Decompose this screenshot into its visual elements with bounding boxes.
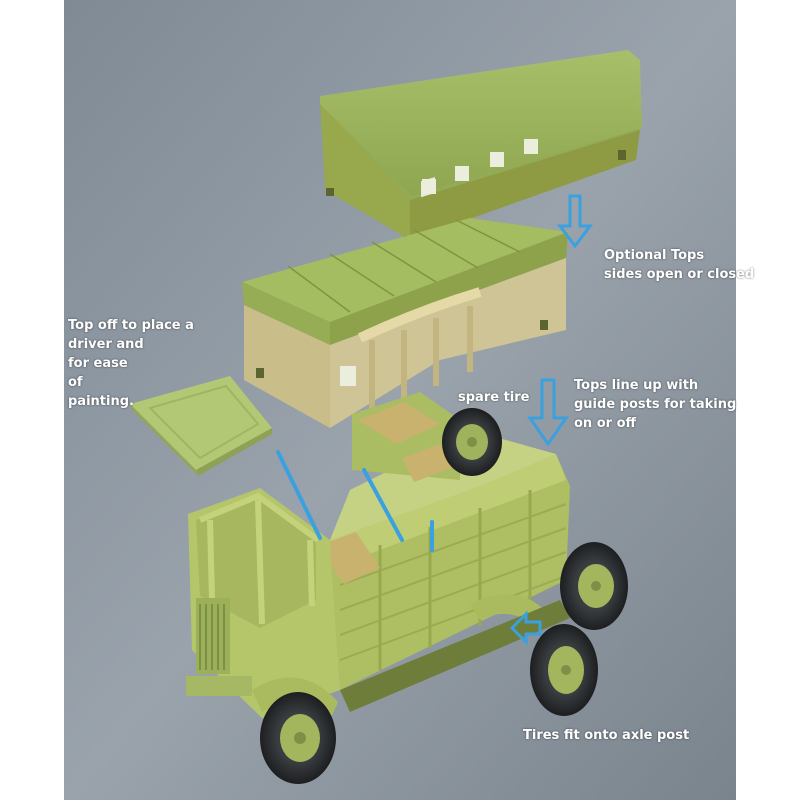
- guide-lines: [276, 450, 434, 552]
- label-top-off: Top off to place a driver and for ease o…: [68, 318, 194, 409]
- label-tops-line-up: Tops line up with guide posts for taking…: [574, 378, 737, 431]
- optional-top-closed: [320, 50, 642, 244]
- front-wheel: [260, 692, 336, 784]
- optional-top-open: [242, 218, 568, 428]
- arrow-down-tops-line-up: [527, 378, 569, 447]
- label-tires-fit: Tires fit onto axle post: [523, 728, 690, 743]
- arrow-left-axle: [509, 610, 542, 646]
- arrow-down-optional-tops: [557, 194, 593, 249]
- label-spare-tire: spare tire: [458, 390, 530, 405]
- truck-body: [186, 392, 570, 720]
- spare-tire: [442, 408, 502, 476]
- cab-roof-panel: [130, 376, 272, 476]
- label-optional-tops: Optional Tops sides open or closed: [604, 248, 755, 282]
- rear-wheel-lower: [530, 624, 598, 716]
- rear-wheel-upper: [560, 542, 628, 630]
